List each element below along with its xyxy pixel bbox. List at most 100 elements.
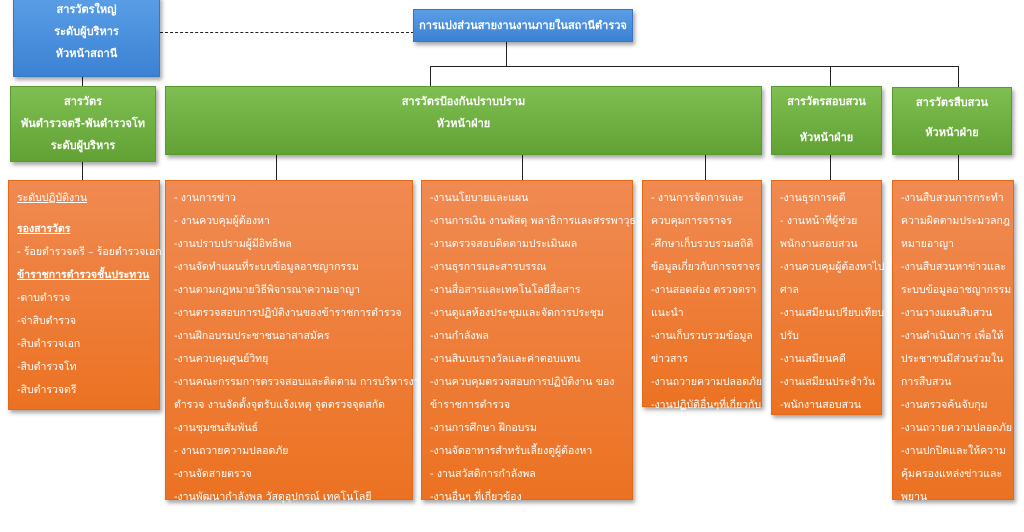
prevention-tasks-a-box: - งานการข่าว - งานควบคุมผู้ต้องหา -งานปราบ… (165, 180, 427, 526)
task-item: -งานตรวจค้นจับกุม (901, 399, 988, 411)
task-item: -งานปราบปรามการกระทำความผิดที่มีโทษทางอา… (174, 514, 412, 526)
task-item: -งานเสมียนประจำวัน (780, 376, 876, 388)
station-chief-box: สารวัตรใหญ่ ระดับผู้บริหาร หัวหน้าสถานี (13, 0, 160, 77)
task-item: -งานอื่นๆ ที่เกี่ยวข้อง (430, 491, 522, 503)
connector (430, 66, 431, 86)
task-item: - งานการข่าว (174, 192, 236, 204)
deputy-ranks: - ร้อยตำรวจตรี – ร้อยตำรวจเอก (17, 246, 162, 258)
task-item: - งานหน้าที่ผู้ช่วย (780, 215, 858, 227)
box-line: สารวัตร (63, 95, 103, 108)
task-item: พยาน (901, 491, 928, 503)
connector (958, 66, 959, 87)
task-item: - งานถวายความปลอดภัย (174, 445, 289, 457)
deputy-inspector-box: สารวัตร พันตำรวจตรี-พันตำรวจโท ระดับผู้บ… (10, 86, 156, 162)
task-item: ข้าราชการตำรวจ (430, 399, 511, 411)
task-item: ข่าวสาร (651, 353, 688, 365)
rank-item: -สิบตำรวจเอก (17, 338, 81, 350)
box-line: หัวหน้าสถานี (55, 47, 118, 60)
task-item: -งานพัฒนากำลังพล วัสดุอุปกรณ์ เทคโนโลยี (174, 491, 372, 503)
rank-item: -จ่าสิบตำรวจ (17, 315, 77, 327)
division-title-box: การแบ่งส่วนสายงานงานภายในสถานีตำรวจ (413, 9, 633, 42)
task-item: -งานควบคุมศูนย์วิทยุ (174, 353, 269, 365)
task-item: -งานสืบสวนการกระทำ (901, 192, 1004, 204)
box-line: สารวัตรสืบสวน (915, 96, 989, 109)
chart-title: การแบ่งส่วนสายงานงานภายในสถานีตำรวจ (419, 19, 627, 32)
connector (830, 66, 831, 86)
box-line: ระดับผู้บริหาร (50, 139, 116, 152)
task-item: -งานเสมียนคดี (780, 353, 846, 365)
task-item: -ปฏิบัติงานอื่นๆที่ (901, 514, 976, 526)
task-item: -งานนโยบายและแผน (430, 192, 529, 204)
task-item: -งานปราบปรามผู้มีอิทธิพล (174, 238, 292, 250)
task-item: -งานการศึกษา ฝึกอบรม (430, 422, 537, 434)
task-item: -งานตามกฎหมายวิธีพิจารณาความอาญา (174, 284, 361, 296)
task-item: -งานสินบนรางวัลและค่าตอบแทน (430, 353, 581, 365)
connector (958, 155, 959, 180)
task-item: แนะนำ (651, 307, 684, 319)
detective-inspector-box: สารวัตรสืบสวน หัวหน้าฝ่าย (892, 87, 1012, 155)
task-item: ข้อมูลเกี่ยวกับการจราจร (651, 261, 761, 273)
task-item: ศาล (780, 284, 799, 296)
task-item: - งานสวัสดิการกำลังพล (430, 468, 536, 480)
box-line: สารวัตรใหญ่ (56, 3, 117, 16)
rank-item: -สิบตำรวจโท (17, 361, 77, 373)
task-item: -งานสื่อสารและเทคโนโลยีสื่อสาร (430, 284, 581, 296)
box-line: สารวัตรสอบสวน (787, 95, 866, 108)
task-item: - งานควบคุมผู้ต้องหา (174, 215, 270, 227)
rank-item: -ดาบตำรวจ (17, 292, 71, 304)
task-item: การสืบสวน (901, 376, 952, 388)
task-item: พนักงานสอบสวน (780, 238, 858, 250)
task-item: -งานดำเนินการ เพื่อให้ (901, 330, 1004, 342)
task-item: หมายอาญา (901, 238, 954, 250)
task-item: -งานชุมชนสัมพันธ์ (174, 422, 258, 434)
task-item: ควบคุมการจราจร (651, 215, 732, 227)
task-item: -งานควบคุมตรวจสอบการปฏิบัติงาน ของ (430, 376, 615, 388)
rank-item: -สิบตำรวจตรี (17, 384, 77, 396)
task-item: งานจราจร (651, 422, 699, 434)
task-item: -งานจัดทำแผนที่ระบบข้อมูลอาชญากรรม (174, 261, 359, 273)
task-item: -งานธุรการคดี (780, 192, 846, 204)
connector (705, 155, 706, 180)
detective-tasks-box: -งานสืบสวนการกระทำความผิดตามประมวลกฎหมาย… (892, 180, 1014, 526)
task-item: -งานคณะกรรมการตรวจสอบและติดตาม การบริหาร… (174, 376, 427, 388)
task-item: ระบบข้อมูลอาชญากรรม (901, 284, 1012, 296)
task-item: ตำรวจ งานจัดตั้งจุดรับแจ้งเหตุ จุดตรวจจุ… (174, 399, 385, 411)
prevention-inspector-box: สารวัตรป้องกันปราบปราม หัวหน้าฝ่าย (165, 86, 762, 155)
box-line: ระดับผู้บริหาร (54, 25, 119, 38)
task-item: -พนักงานสอบสวน (780, 399, 862, 411)
operational-heading: ระดับปฏิบัติงาน (17, 192, 88, 204)
task-item: -งานควบคุมผู้ต้องหาไป (780, 261, 885, 273)
task-item: คุ้มครองแหล่งข่าวและ (901, 468, 1003, 480)
task-item: ปรับ (780, 330, 799, 342)
task-item: -งานดูแลห้องประชุมและจัดการประชุม (430, 307, 604, 319)
task-item: -งานถวายความปลอดภัย (651, 376, 763, 388)
task-item: ประชาชนมีส่วนร่วมใน (901, 353, 1004, 365)
task-item: -งานการเงิน งานพัสดุ พลาธิการและสรรพาวุธ (430, 215, 636, 227)
task-item: -งานกำลังพล (430, 330, 489, 342)
connector (430, 66, 959, 67)
task-item: -งานจัดอาหารสำหรับเลี้ยงดูผู้ต้องหา (430, 445, 593, 457)
task-item: -งานวางแผนสืบสวน (901, 307, 993, 319)
connector (522, 155, 523, 180)
task-item: -งานเก็บรวบรวมข้อมูล (651, 330, 753, 342)
task-item: -งานเสมียนเปรียบเทียบ (780, 307, 885, 319)
task-item: -งานธุรการและสารบรรณ (430, 261, 547, 273)
prevention-tasks-b-box: -งานนโยบายและแผน -งานการเงิน งานพัสดุ พลา… (421, 180, 636, 503)
dashed-connector (160, 32, 414, 33)
connector (82, 162, 83, 180)
box-line: สารวัตรป้องกันปราบปราม (401, 95, 526, 108)
box-line: หัวหน้าฝ่าย (925, 126, 979, 139)
task-item: -งานจัดสายตรวจ (174, 468, 252, 480)
investigation-inspector-box: สารวัตรสอบสวน หัวหน้าฝ่าย (771, 86, 882, 155)
connector (82, 77, 83, 87)
task-item: -งานปกปิดและให้ความ (901, 445, 1006, 457)
deputy-heading: รองสารวัตร (17, 223, 71, 235)
box-line: หัวหน้าฝ่าย (799, 131, 854, 144)
task-item: -งานสอดส่อง ตรวจตรา (651, 284, 757, 296)
task-item: -งานตรวจสอบติดตามประเมินผล (430, 238, 578, 250)
traffic-tasks-box: - งานการจัดการและควบคุมการจราจร-ศึกษาเก็… (642, 180, 763, 434)
officers-heading: ข้าราชการตำรวจชั้นประทวน (17, 269, 150, 281)
task-item: -งานฝึกอบรมประชาชนอาสาสมัคร (174, 330, 330, 342)
task-item: -ศึกษาเก็บรวบรวมสถิติ (651, 238, 754, 250)
box-line: หัวหน้าฝ่าย (436, 117, 491, 130)
